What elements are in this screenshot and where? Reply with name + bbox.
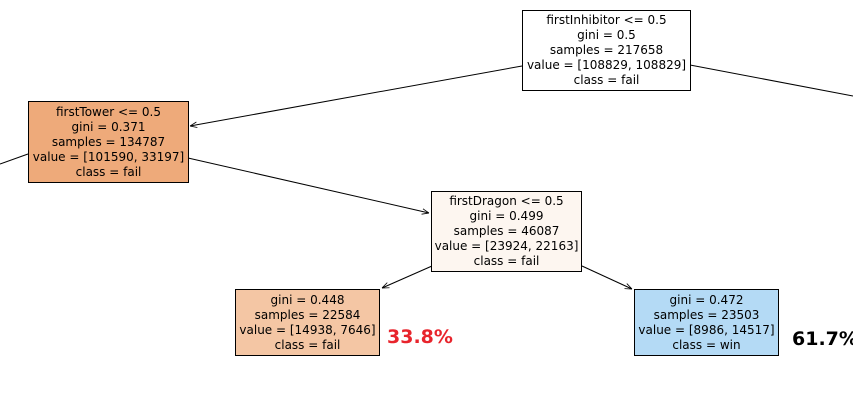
firstdragon-class: class = fail (473, 254, 540, 268)
root-node: firstInhibitor <= 0.5 gini = 0.5 samples… (522, 10, 691, 91)
root-samples: samples = 217658 (549, 43, 664, 57)
root-class: class = fail (573, 73, 640, 87)
win-percentage-label: 61.7% (792, 328, 853, 350)
root-split: firstInhibitor <= 0.5 (546, 13, 667, 27)
root-gini: gini = 0.5 (577, 28, 636, 42)
edge-root-to-offscreen-right (689, 64, 853, 97)
firsttower-gini: gini = 0.371 (71, 119, 146, 134)
firsttower-class: class = fail (75, 164, 142, 179)
leaf-win-value: value = [8986, 14517] (638, 322, 775, 337)
leaf-fail-samples: samples = 22584 (254, 307, 361, 322)
leaf-fail-gini: gini = 0.448 (270, 292, 345, 307)
edge-offscreen-left (0, 153, 29, 165)
firsttower-node: firstTower <= 0.5 gini = 0.371 samples =… (28, 101, 189, 183)
leaf-fail-class: class = fail (274, 337, 341, 352)
edge-firsttower-to-firstdragon (187, 157, 429, 213)
firsttower-samples: samples = 134787 (51, 134, 166, 149)
edge-root-to-firsttower (190, 65, 523, 126)
leaf-fail-node: gini = 0.448 samples = 22584 value = [14… (235, 289, 380, 356)
firstdragon-split: firstDragon <= 0.5 (449, 194, 564, 208)
firstdragon-value: value = [23924, 22163] (434, 239, 579, 253)
firstdragon-gini: gini = 0.499 (469, 209, 544, 223)
root-value: value = [108829, 108829] (526, 58, 687, 72)
firstdragon-node: firstDragon <= 0.5 gini = 0.499 samples … (431, 191, 582, 272)
leaf-win-samples: samples = 23503 (653, 307, 760, 322)
firsttower-split: firstTower <= 0.5 (55, 104, 162, 119)
edge-firstdragon-to-leaf-win (581, 265, 632, 289)
leaf-win-node: gini = 0.472 samples = 23503 value = [89… (634, 289, 779, 356)
fail-percentage-label: 33.8% (387, 326, 453, 348)
edge-firstdragon-to-leaf-fail (382, 265, 433, 289)
firsttower-value: value = [101590, 33197] (32, 149, 185, 164)
leaf-win-gini: gini = 0.472 (669, 292, 744, 307)
leaf-fail-value: value = [14938, 7646] (239, 322, 376, 337)
firstdragon-samples: samples = 46087 (453, 224, 560, 238)
leaf-win-class: class = win (672, 337, 741, 352)
